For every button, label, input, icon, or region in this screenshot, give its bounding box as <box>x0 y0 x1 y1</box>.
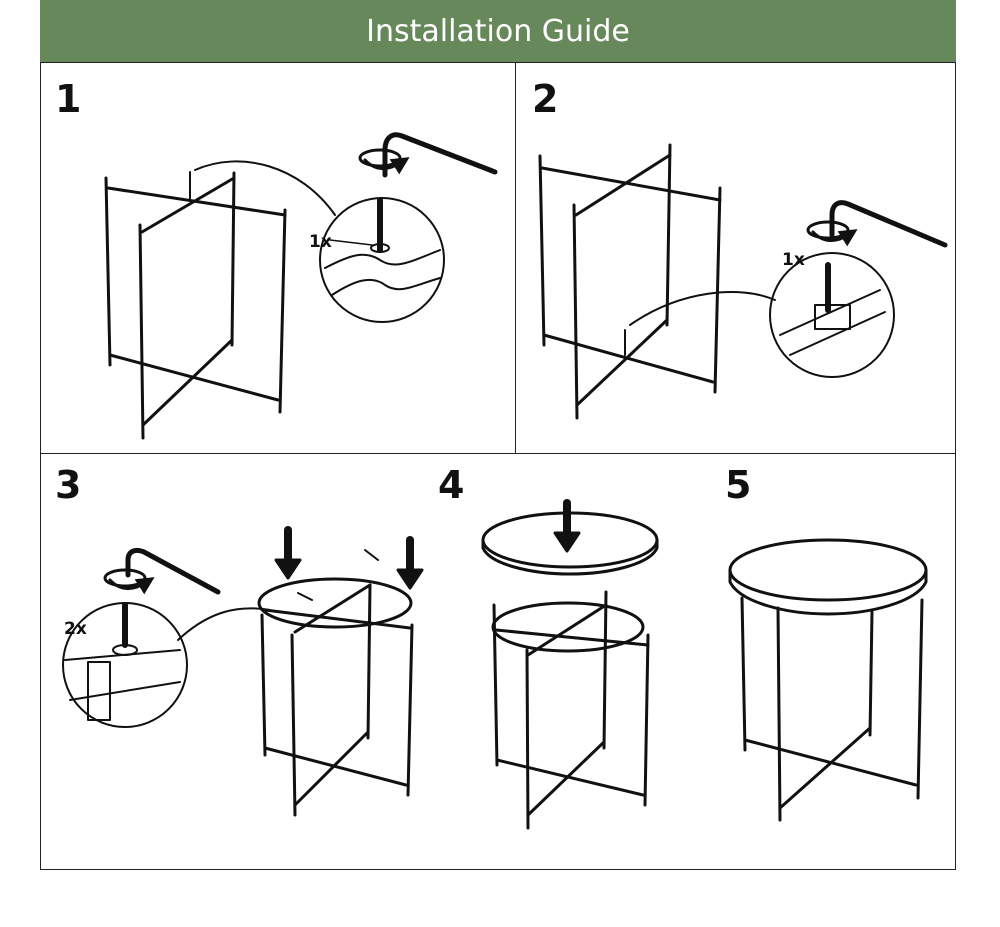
step-2-frame-illustration <box>538 143 722 420</box>
step-5-number: 5 <box>725 463 752 507</box>
step-5-illustration <box>728 538 928 822</box>
step-4-number: 4 <box>438 463 465 507</box>
step-3-detail-callout <box>62 547 271 728</box>
page-header: Installation Guide <box>40 0 956 62</box>
step-4-illustration <box>481 499 659 830</box>
step-3-frame-illustration <box>257 526 424 817</box>
step-1-frame-illustration <box>104 171 287 440</box>
page-title: Installation Guide <box>366 13 630 49</box>
column-divider <box>515 62 516 453</box>
row-divider <box>40 453 956 454</box>
step-1-detail-callout <box>194 132 498 323</box>
step-2-number: 2 <box>532 77 559 121</box>
step-3-number: 3 <box>55 463 82 507</box>
instructions-frame <box>40 62 956 870</box>
step-1-number: 1 <box>55 77 82 121</box>
step-1-quantity: 1x <box>309 232 332 252</box>
step-2-quantity: 1x <box>782 250 805 270</box>
step-2-detail-callout <box>629 200 948 378</box>
